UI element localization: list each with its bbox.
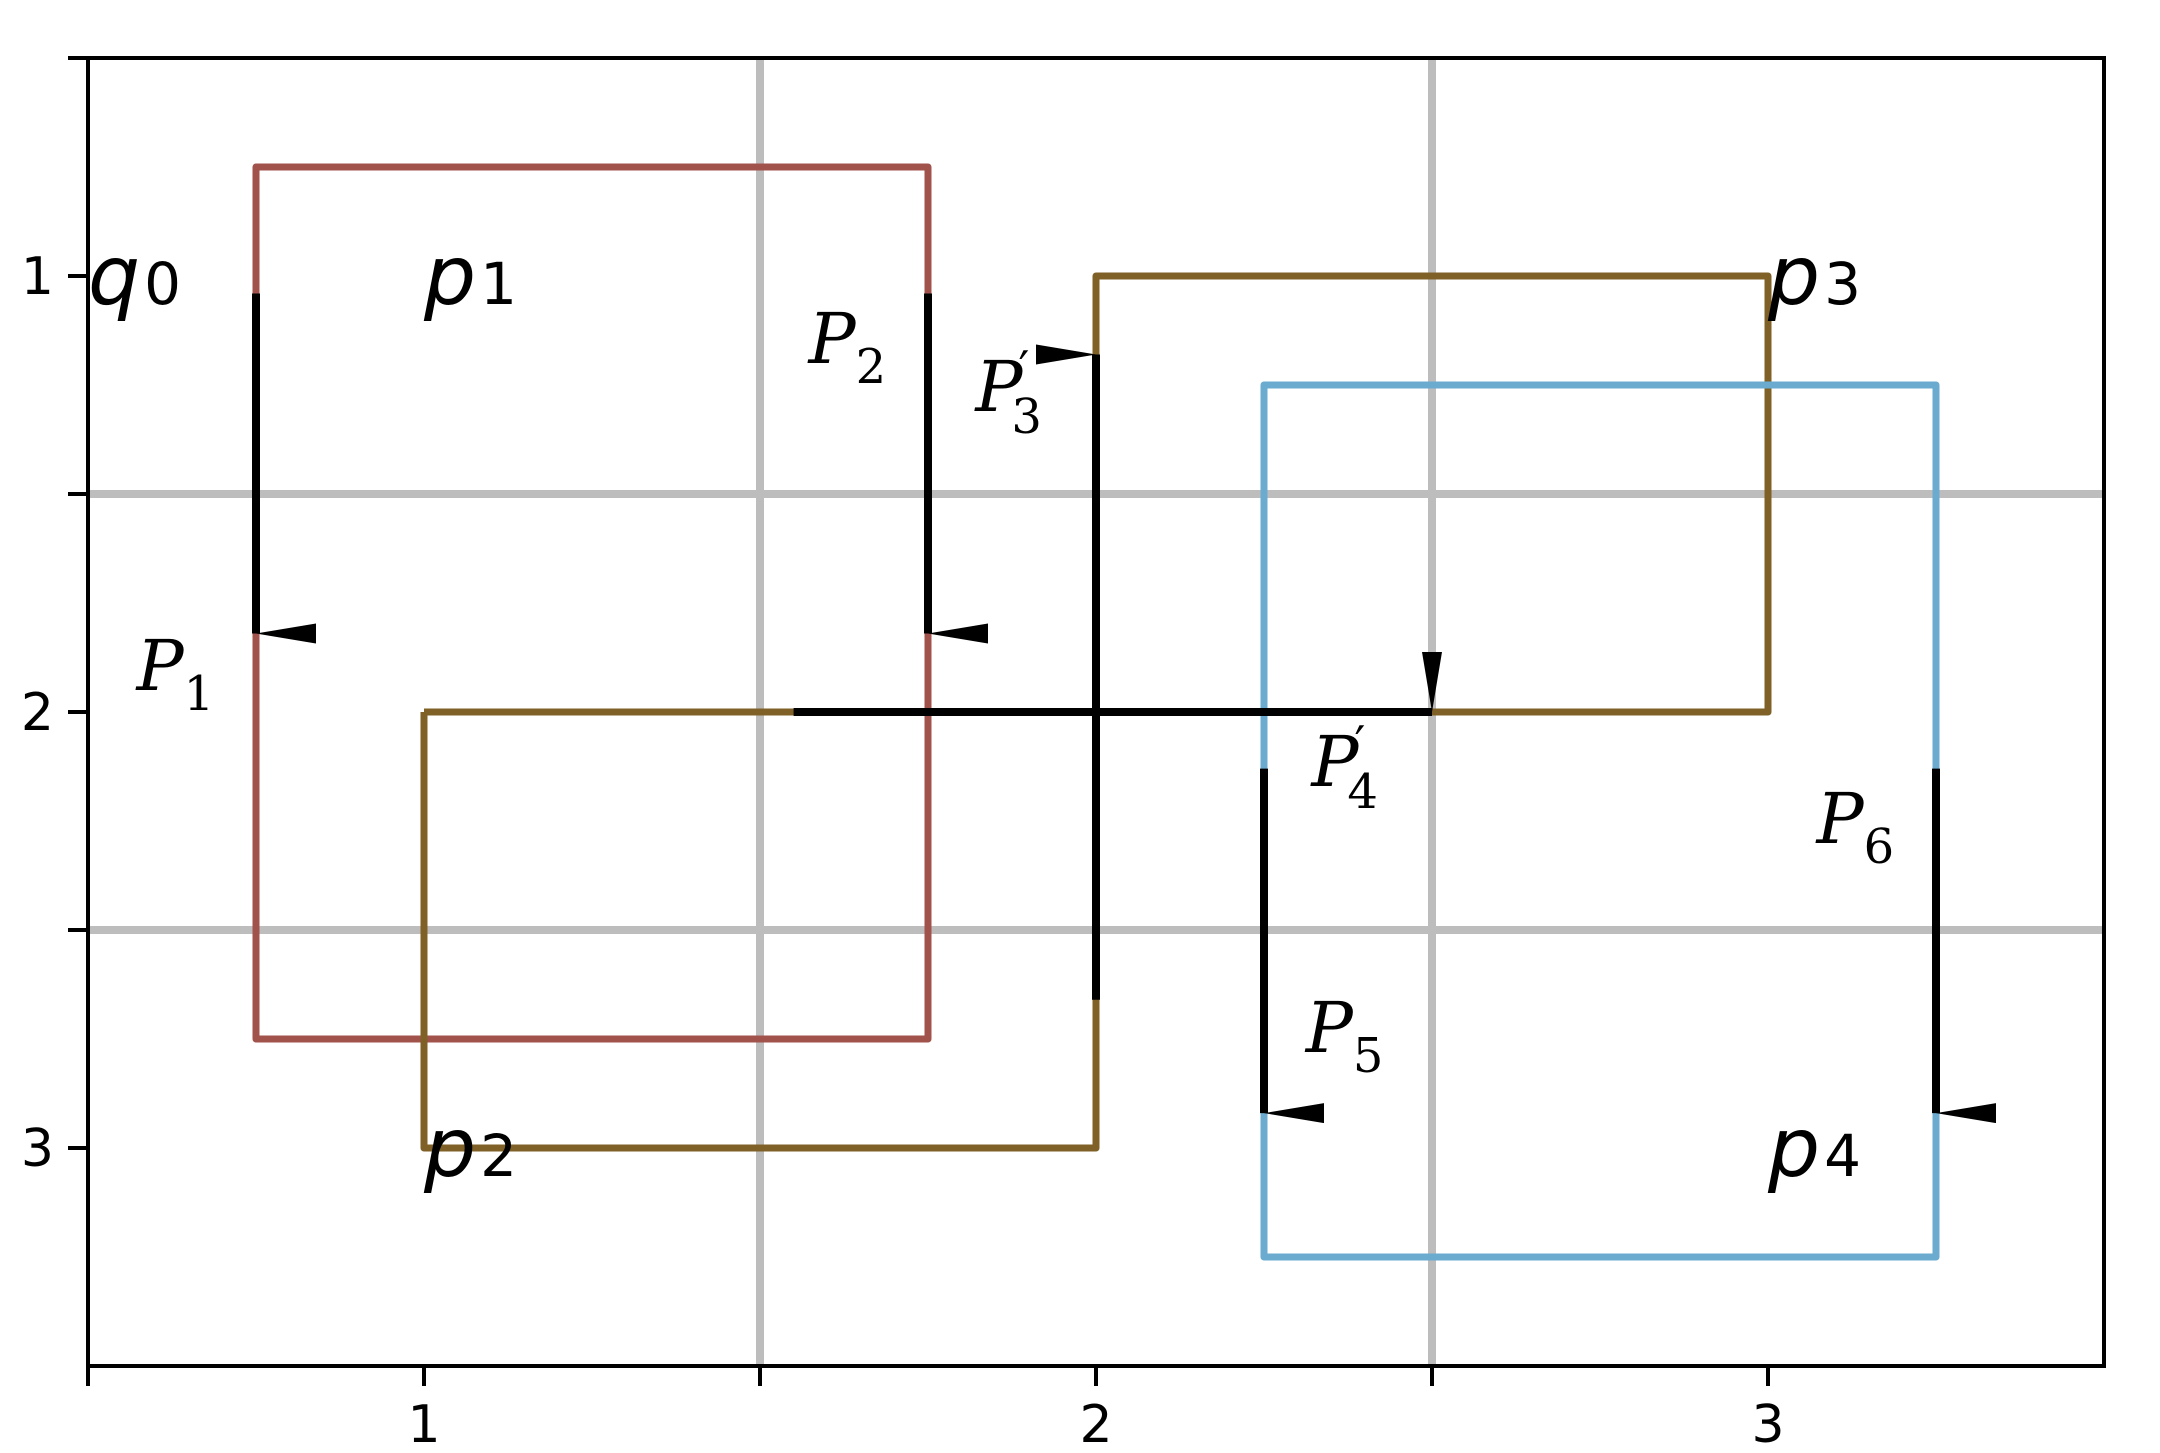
arrow-label-P1: P1	[135, 625, 215, 722]
point-label-p1: p1	[423, 229, 517, 324]
tick-layer: 1 2 3 1 2 3	[21, 56, 1785, 1453]
point-label-p3: p3	[1767, 229, 1861, 324]
x-tick-label: 2	[1079, 1395, 1112, 1453]
rect-p1	[252, 163, 932, 1043]
arrow-layer	[252, 293, 1996, 1124]
label-layer: q0 p1 p2 p3 p4 P1 P2 P′3P′4P5 P6	[88, 229, 1894, 1196]
point-label-q0: q0	[88, 229, 181, 324]
arrow-label-P5: P5	[1304, 987, 1384, 1084]
y-tick-label: 2	[21, 683, 54, 743]
y-tick-label: 3	[21, 1119, 54, 1179]
arrow-label-P6: P6	[1815, 778, 1895, 875]
arrow-label-P3prime: P′3	[973, 341, 1042, 445]
rect-p2-p3	[420, 272, 1772, 1152]
y-tick-label: 1	[21, 247, 54, 307]
point-label-p2: p2	[423, 1101, 517, 1196]
x-tick-label: 1	[407, 1395, 440, 1453]
point-label-p4: p4	[1767, 1101, 1861, 1196]
arrow-label-P2: P2	[807, 298, 887, 395]
arrow-label-P4prime: P′4	[1309, 716, 1378, 820]
x-tick-label: 3	[1751, 1395, 1784, 1453]
